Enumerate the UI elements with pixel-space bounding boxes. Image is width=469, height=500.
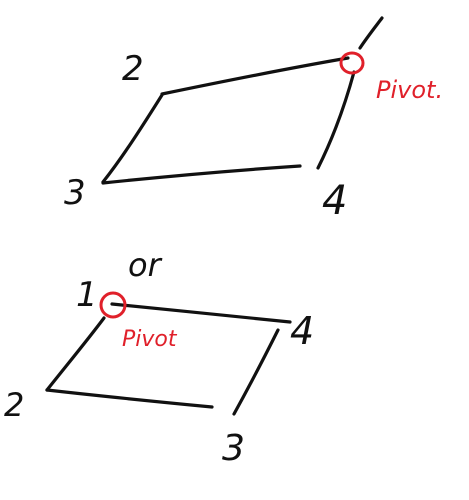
top-pivot-circle-icon xyxy=(339,51,365,75)
top-label-corner-3: 3 xyxy=(64,173,86,213)
top-label-corner-2: 2 xyxy=(122,49,144,89)
top-pivot-label: Pivot. xyxy=(376,76,443,104)
bottom-label-corner-3: 3 xyxy=(222,428,245,469)
bottom-parallelogram xyxy=(45,291,292,416)
bottom-pivot-circle-icon xyxy=(99,291,127,319)
top-bottom-edge-3-4 xyxy=(101,164,302,185)
bottom-right-edge-4-3 xyxy=(232,328,280,416)
bottom-bottom-edge-2-3 xyxy=(45,388,214,409)
separator-or-text: or xyxy=(128,246,163,284)
bottom-top-edge-1-4 xyxy=(110,302,292,324)
top-parallelogram xyxy=(101,16,384,185)
top-label-corner-4: 4 xyxy=(322,178,347,224)
bottom-left-edge-1-2 xyxy=(45,316,106,392)
top-pivot-tail-stroke xyxy=(358,16,384,50)
top-edge-2-1 xyxy=(160,56,350,96)
bottom-label-corner-2: 2 xyxy=(4,386,24,424)
bottom-pivot-label: Pivot xyxy=(122,327,178,352)
top-left-edge-2-3 xyxy=(101,93,164,184)
top-right-edge-1-4 xyxy=(316,70,356,170)
bottom-label-corner-1: 1 xyxy=(76,275,98,315)
bottom-label-corner-4: 4 xyxy=(290,309,314,353)
